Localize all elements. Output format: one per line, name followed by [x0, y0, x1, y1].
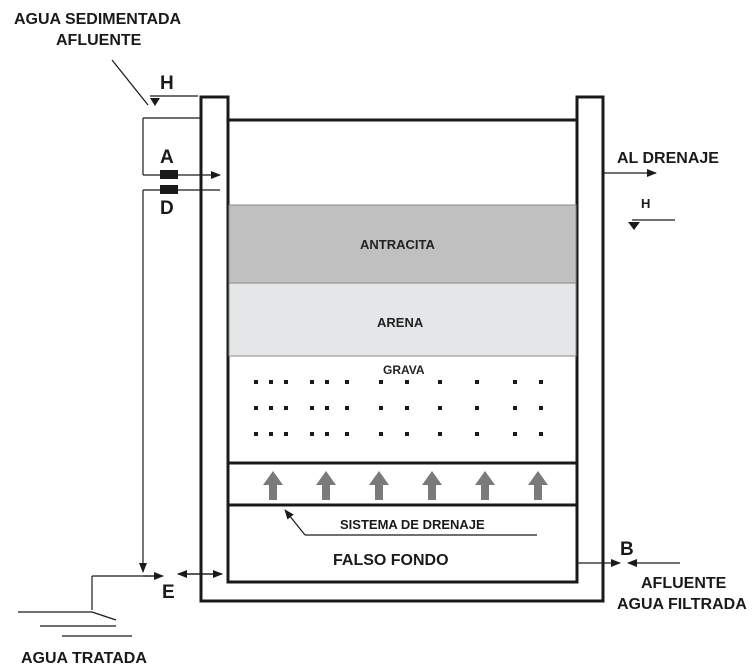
level-marker-icon: [150, 98, 160, 106]
valve-a: [160, 170, 178, 179]
agua-tratada-pipe: [18, 575, 160, 637]
drain-leader: [284, 509, 537, 536]
upflow-arrow: [422, 471, 442, 500]
water-level-right: [628, 219, 675, 230]
label-h-left: H: [160, 73, 174, 94]
antracita-layer: [228, 204, 577, 284]
label-antracita: ANTRACITA: [360, 237, 435, 252]
label-e: E: [162, 582, 175, 603]
label-agua-tratada: AGUA TRATADA: [21, 650, 147, 667]
label-afluente-right: AFLUENTE: [641, 575, 727, 592]
upflow-arrows: [263, 471, 548, 500]
upflow-arrow: [316, 471, 336, 500]
label-afluente-top: AFLUENTE: [56, 32, 142, 49]
upflow-arrow: [263, 471, 283, 500]
arena-layer: [228, 282, 577, 357]
water-level-left: [150, 95, 198, 106]
sedimentada-leader: [111, 59, 149, 106]
label-valve-a: A: [160, 147, 174, 168]
label-agua-filtrada: AGUA FILTRADA: [617, 596, 747, 613]
label-al-drenaje: AL DRENAJE: [617, 150, 719, 167]
label-b: B: [620, 539, 634, 560]
label-valve-d: D: [160, 198, 174, 219]
level-marker-icon: [628, 222, 640, 230]
inlet-piping: [139, 117, 223, 580]
upflow-arrow: [528, 471, 548, 500]
valve-d: [160, 185, 178, 194]
label-falso-fondo: FALSO FONDO: [333, 552, 449, 569]
upflow-arrow: [369, 471, 389, 500]
upflow-arrow: [475, 471, 495, 500]
label-sistema-drenaje: SISTEMA DE DRENAJE: [340, 517, 485, 532]
grava-dots: [254, 380, 543, 436]
tank-wall: [199, 95, 605, 603]
label-agua-sedimentada: AGUA SEDIMENTADA: [14, 11, 182, 28]
label-grava: GRAVA: [383, 363, 425, 377]
label-h-right: H: [641, 196, 651, 211]
label-arena: ARENA: [377, 315, 424, 330]
